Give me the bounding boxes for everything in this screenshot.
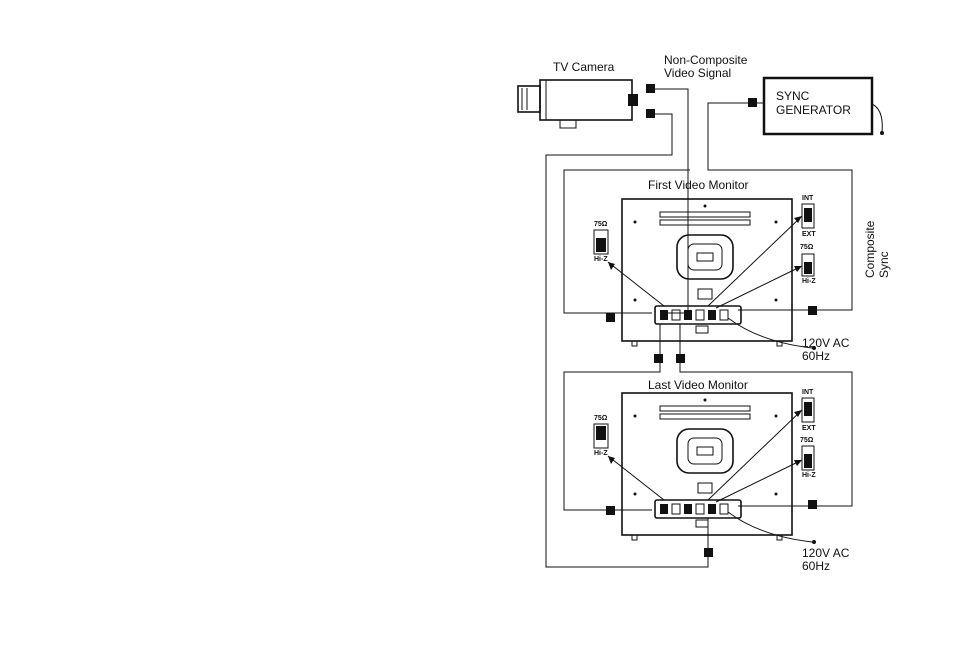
last-ext-label: EXT bbox=[802, 425, 816, 433]
first-hiz-left-label: Hi-Z bbox=[594, 256, 608, 264]
tv-camera-icon bbox=[518, 80, 638, 128]
last-ohm-left-label: 75Ω bbox=[594, 415, 607, 423]
sync-generator-line1: SYNC bbox=[776, 90, 809, 103]
camera-label: TV Camera bbox=[553, 61, 614, 74]
last-ohm-right-label: 75Ω bbox=[800, 437, 813, 445]
cable-lines bbox=[546, 89, 852, 567]
signal-label-line2: Video Signal bbox=[664, 67, 731, 80]
last-int-ext-switch[interactable] bbox=[802, 398, 814, 422]
first-video-monitor bbox=[622, 199, 792, 346]
first-termination-switch-left[interactable] bbox=[594, 230, 608, 254]
last-termination-switch-left[interactable] bbox=[594, 424, 608, 448]
first-power-line2: 60Hz bbox=[802, 350, 830, 363]
last-power-line2: 60Hz bbox=[802, 560, 830, 573]
first-int-ext-switch[interactable] bbox=[802, 204, 814, 228]
last-video-monitor bbox=[622, 393, 792, 540]
sync-generator-line2: GENERATOR bbox=[776, 104, 851, 117]
first-ohm-right-label: 75Ω bbox=[800, 244, 813, 252]
first-monitor-label: First Video Monitor bbox=[648, 179, 748, 192]
composite-sync-line2: Sync bbox=[878, 251, 891, 278]
composite-sync-line1: Composite bbox=[864, 221, 877, 278]
first-hiz-right-label: Hi-Z bbox=[802, 278, 816, 286]
last-hiz-left-label: Hi-Z bbox=[594, 450, 608, 458]
last-hiz-right-label: Hi-Z bbox=[802, 472, 816, 480]
last-int-label: INT bbox=[802, 389, 813, 397]
first-ohm-left-label: 75Ω bbox=[594, 221, 607, 229]
first-int-label: INT bbox=[802, 195, 813, 203]
last-termination-switch-right[interactable] bbox=[802, 446, 814, 470]
first-ext-label: EXT bbox=[802, 231, 816, 239]
first-termination-switch-right[interactable] bbox=[802, 254, 814, 276]
pointer-arrows bbox=[608, 216, 802, 502]
last-monitor-label: Last Video Monitor bbox=[648, 379, 748, 392]
